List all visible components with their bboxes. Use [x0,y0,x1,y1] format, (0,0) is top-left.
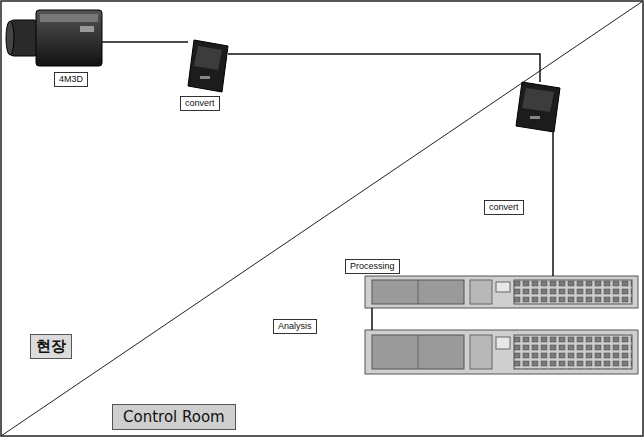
device-label: 4M3D [54,72,88,87]
converter-node: convert [188,40,228,92]
device-label: Analysis [273,319,317,334]
cable-line [102,41,188,43]
region-label: 현장 [30,334,72,359]
rack-server-illustration [365,330,638,374]
rack-server-illustration [365,276,638,308]
converter-illustration [516,82,560,132]
device-label: convert [180,96,220,111]
camera-illustration [6,10,102,66]
device-label: Processing [345,259,400,274]
server-node: Analysis [365,330,638,374]
converter-illustration [188,40,228,92]
converter-node: convert [516,82,560,132]
region-label: Control Room [112,404,236,430]
cable-line [552,132,554,276]
server-node: Processing [365,276,638,308]
device-label: convert [484,200,524,215]
camera-node: 4M3D [8,10,102,66]
cable-line [228,54,540,82]
cable-line [371,308,373,330]
